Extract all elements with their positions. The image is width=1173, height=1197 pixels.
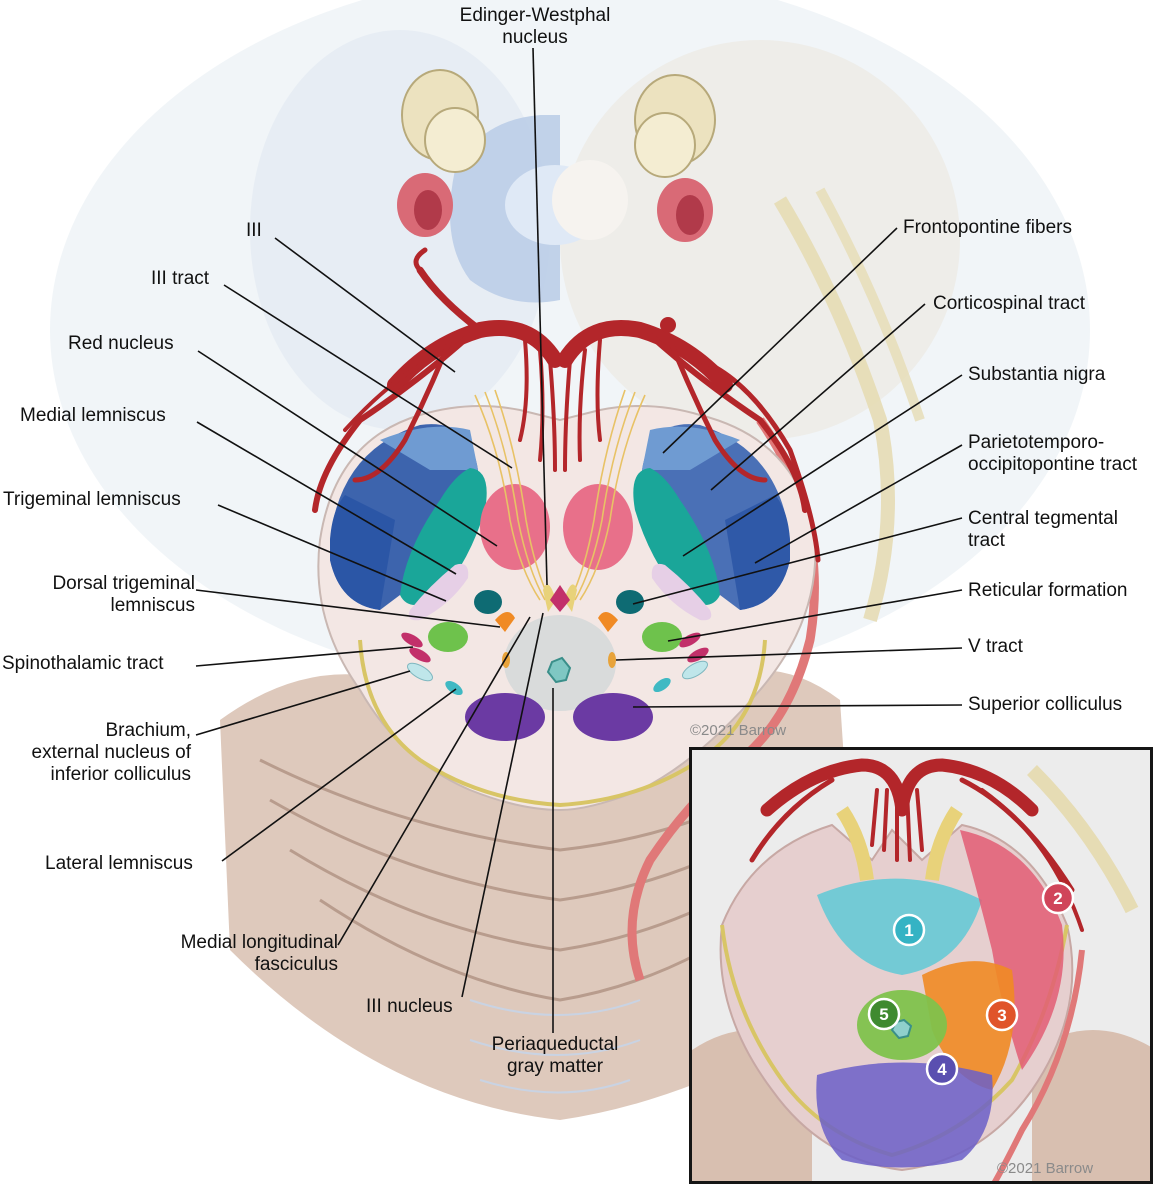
label-trigeminal-lemniscus: Trigeminal lemniscus [3,489,181,510]
badge-number: 1 [904,921,913,940]
label-text: Dorsal trigeminal [52,573,195,594]
superior-colliculus-left [465,693,545,741]
label-text: Parietotemporo- [968,432,1105,453]
label-text: tract [968,530,1005,551]
copyright-main: ©2021 Barrow [690,722,787,739]
label-brachium: Brachium, external nucleus of inferior c… [15,720,192,786]
oculomotor-nerve-cut-right-icon [634,74,716,178]
label-iii-tract: III tract [151,268,210,289]
label-text: external nucleus of [31,742,192,763]
label-lateral-lemniscus: Lateral lemniscus [45,853,193,874]
label-reticular-formation: Reticular formation [968,580,1128,601]
label-frontopontine-fibers: Frontopontine fibers [903,217,1072,238]
label-text: Periaqueductal [491,1034,619,1055]
label-text: Central tegmental [968,508,1118,529]
label-parietotemporo-occipitopontine-tract: Parietotemporo- occipitopontine tract [968,432,1137,476]
copyright-inset: ©2021 Barrow [997,1160,1094,1177]
label-text: nucleus [502,27,568,48]
label-medial-longitudinal-fasciculus: Medial longitudinal fasciculus [140,932,338,976]
badge-number: 2 [1053,889,1062,908]
label-periaqueductal-gray: Periaqueductal gray matter [470,1034,640,1078]
badge-number: 3 [997,1006,1006,1025]
inset-badge-4: 4 [925,1052,959,1086]
label-red-nucleus: Red nucleus [68,333,174,354]
aqueduct-icon [546,656,572,684]
label-text: Brachium, [105,720,191,741]
inset-badge-1: 1 [892,913,926,947]
inset-illustration: 1 2 3 4 5 [692,750,1150,1181]
label-v-tract: V tract [968,636,1023,657]
label-text: inferior colliculus [50,764,191,785]
label-text: fasciculus [254,954,338,975]
label-corticospinal-tract: Corticospinal tract [933,293,1086,314]
label-central-tegmental-tract: Central tegmental tract [968,508,1118,552]
label-medial-lemniscus: Medial lemniscus [20,405,166,426]
oculomotor-nerve-cut-left-icon [401,69,486,173]
red-nucleus-right [563,484,633,570]
label-text: Edinger-Westphal [459,5,611,26]
label-iii: III [246,220,262,241]
label-edinger-westphal: Edinger-Westphal nucleus [440,5,630,49]
label-text: lemniscus [110,595,195,616]
badge-number: 5 [879,1005,888,1024]
label-text: gray matter [506,1056,604,1077]
inset-badge-5: 5 [867,997,901,1031]
inset-badge-3: 3 [985,998,1019,1032]
label-text: occipitopontine tract [968,454,1137,475]
substantia-nigra-left [400,468,487,605]
label-iii-nucleus: III nucleus [366,996,453,1017]
label-text: Medial longitudinal [180,932,338,953]
label-substantia-nigra: Substantia nigra [968,364,1106,385]
label-dorsal-trigeminal-lemniscus: Dorsal trigeminal lemniscus [20,573,195,617]
superior-colliculus-right [573,693,653,741]
label-superior-colliculus: Superior colliculus [968,694,1123,715]
badge-number: 4 [937,1060,947,1079]
inset-badge-2: 2 [1041,881,1075,915]
label-spinothalamic-tract: Spinothalamic tract [2,653,164,674]
substantia-nigra-right [633,468,720,605]
inset-panel: 1 2 3 4 5 ©2021 Barrow [689,747,1153,1184]
